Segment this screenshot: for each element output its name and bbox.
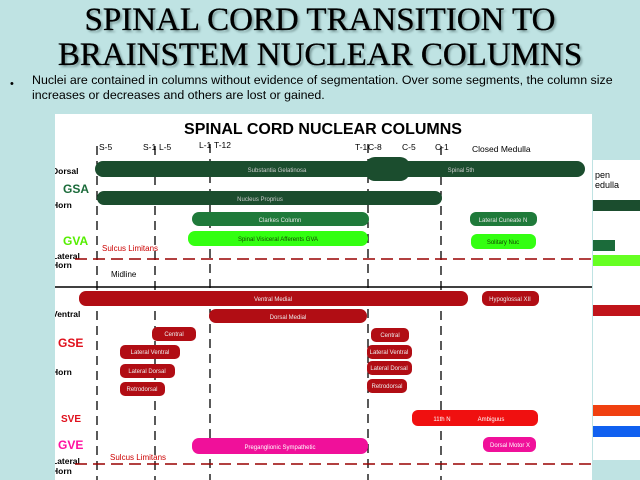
label-nucleus-proprius: Nucleus Proprius [237,197,283,203]
column-lateral-cuneate [470,212,537,226]
column-lateral-ventral-a [120,345,180,359]
column-retrodorsal-b [367,379,407,393]
label-gve: GVE [58,438,83,452]
segment-label-c5: C-5 [402,142,416,152]
label-lateral-ventral-a: Lateral Ventral [131,350,170,356]
label-lateral-1: Lateral [55,251,80,261]
midline-label: Midline [111,270,137,279]
label-hypoglossal: Hypoglossal XII [489,297,531,303]
column-bulge [365,157,410,181]
side-gse-strip [593,305,640,316]
column-dorsal-medial [209,309,367,323]
bullet-text: Nuclei are contained in columns without … [32,73,613,102]
bullet-marker: • [10,78,14,90]
label-horn-4: Horn [55,466,72,476]
sulcus-label-1: Sulcus Limitans [102,244,158,253]
side-gsa-strip-2 [593,240,615,251]
label-ventral-medial: Ventral Medial [254,297,292,303]
label-dorsal: Dorsal [55,166,78,176]
column-retrodorsal-a [120,382,165,396]
column-clarkes [192,212,369,226]
label-gva: GVA [63,234,88,248]
column-central-a [152,327,196,341]
column-nucleus-proprius [97,191,442,205]
label-substantia: Substantia Gelatinosa [248,168,307,174]
sulcus-label-2: Sulcus Limitans [110,453,166,462]
column-hypoglossal [482,291,539,306]
column-dorsal-motor-x [483,437,536,452]
label-ambiguus: Ambiguus [478,417,505,423]
nuclear-columns-diagram: SPINAL CORD NUCLEAR COLUMNS S-5 S-1 L-5 … [55,114,592,480]
side-label-2: edulla [595,180,620,190]
column-sve [412,410,538,426]
label-horn-3: Horn [55,367,72,377]
label-horn-1: Horn [55,200,72,210]
segment-label-closed-medulla: Closed Medulla [472,144,531,154]
label-spinal-visceral: Spinal Visiceral Afferents GVA [238,237,318,243]
label-dorsal-motor: Dorsal Motor X [490,443,530,449]
label-gsa: GSA [63,182,89,196]
column-substantia-gelatinosa [95,161,585,177]
label-solitary: Solitary Nuc [487,240,519,246]
diagram-title: SPINAL CORD NUCLEAR COLUMNS [184,121,462,138]
segment-label-c8: C-8 [368,142,382,152]
label-central-a: Central [164,332,183,338]
label-lateral-cuneate: Lateral Cuneate N [479,218,528,224]
side-gsa-strip [593,200,640,211]
segment-label-l5: L-5 [159,142,172,152]
column-solitary [471,234,536,249]
label-central-b: Central [380,333,399,339]
label-clarkes: Clarkes Column [259,218,302,224]
label-horn-2: Horn [55,260,72,270]
label-retrodorsal-b: Retrodorsal [371,384,402,390]
label-lateral-dorsal-a: Lateral Dorsal [128,369,165,375]
column-lateral-dorsal-a [120,364,175,378]
side-sve-strip [593,405,640,416]
label-eleventh-nerve: 11th N [433,417,450,423]
label-gse: GSE [58,336,83,350]
column-central-b [371,328,409,342]
side-gva-strip [593,255,640,266]
label-sve: SVE [61,414,81,425]
label-spinal-5th: Spinal 5th [448,168,475,174]
column-lateral-ventral-b [367,345,412,359]
label-lateral-ventral-b: Lateral Ventral [370,350,409,356]
slide-title-line-1: SPINAL CORD TRANSITION TO [84,2,556,38]
label-retrodorsal-a: Retrodorsal [126,387,157,393]
label-lateral-2: Lateral [55,456,80,466]
segment-label-t12: T-12 [214,140,231,150]
label-ventral: Ventral [55,309,80,319]
segment-label-t1: T-1 [355,142,368,152]
label-preganglionic: Preganglionic Sympathetic [244,445,315,451]
segment-label-s1: S-1 [143,142,157,152]
slide-title-line-2: BRAINSTEM NUCLEAR COLUMNS [57,37,583,73]
side-blue-strip [593,426,640,437]
label-dorsal-medial: Dorsal Medial [270,315,307,321]
label-lateral-dorsal-b: Lateral Dorsal [370,366,407,372]
column-ventral-medial [79,291,468,306]
side-panel: pen edulla [593,160,640,460]
column-spinal-visceral-afferents [188,231,368,246]
column-preganglionic-sympathetic [192,438,368,454]
column-lateral-dorsal-b [367,361,412,375]
segment-label-l1: L-1 [199,140,212,150]
segment-label-s5: S-5 [99,142,113,152]
segment-label-c1: C-1 [435,142,449,152]
side-label-1: pen [595,170,611,180]
